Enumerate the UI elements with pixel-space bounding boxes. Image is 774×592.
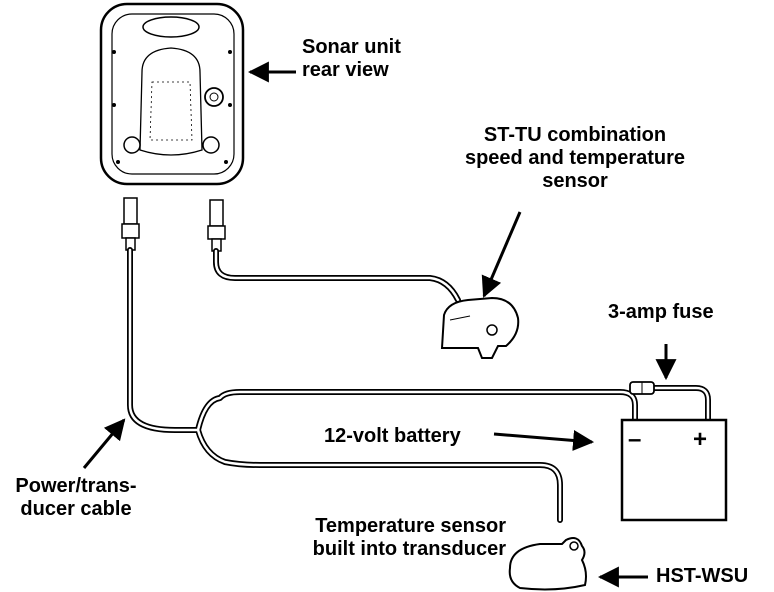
label-st-tu-line3: sensor — [542, 170, 608, 192]
sonar-unit-rear-view — [99, 2, 245, 186]
label-hst-wsu-text: HST-WSU — [656, 565, 749, 587]
label-power-cable: Power/trans- ducer cable — [4, 475, 148, 521]
label-temp-sensor-line1: Temperature sensor — [315, 515, 506, 537]
fuse-holder — [629, 381, 655, 395]
callout-arrows — [82, 61, 677, 588]
hst-wsu-transducer — [508, 537, 587, 591]
arrow-power-cable — [82, 418, 126, 469]
label-sonar-unit: Sonar unit rear view — [302, 36, 401, 82]
label-st-tu-line1: ST-TU combination — [483, 124, 667, 146]
sensor-cable-connector — [207, 199, 226, 252]
st-tu-sensor — [440, 296, 520, 359]
label-sonar-unit-line2: rear view — [302, 59, 389, 81]
label-temp-sensor-line2: built into transducer — [312, 538, 506, 560]
label-fuse-text: 3-amp fuse — [608, 301, 714, 323]
battery-positive-terminal: + — [693, 426, 708, 453]
label-fuse: 3-amp fuse — [608, 301, 714, 324]
arrow-st-tu — [481, 211, 522, 298]
label-battery-text: 12-volt battery — [324, 425, 461, 447]
battery — [620, 418, 728, 522]
label-hst-wsu: HST-WSU — [656, 565, 748, 588]
battery-negative-terminal: – — [628, 426, 642, 453]
power-cable-connector — [121, 197, 140, 251]
label-temp-sensor: Temperature sensor built into transducer — [262, 515, 506, 561]
label-st-tu-line2: speed and temperature — [464, 147, 686, 169]
label-power-cable-line2: ducer cable — [20, 498, 132, 520]
label-st-tu: ST-TU combination speed and temperature … — [440, 124, 710, 193]
cables — [127, 247, 711, 523]
label-battery: 12-volt battery — [324, 425, 461, 448]
label-sonar-unit-line1: Sonar unit — [302, 36, 401, 58]
label-power-cable-line1: Power/trans- — [15, 475, 137, 497]
arrow-battery — [493, 429, 595, 451]
